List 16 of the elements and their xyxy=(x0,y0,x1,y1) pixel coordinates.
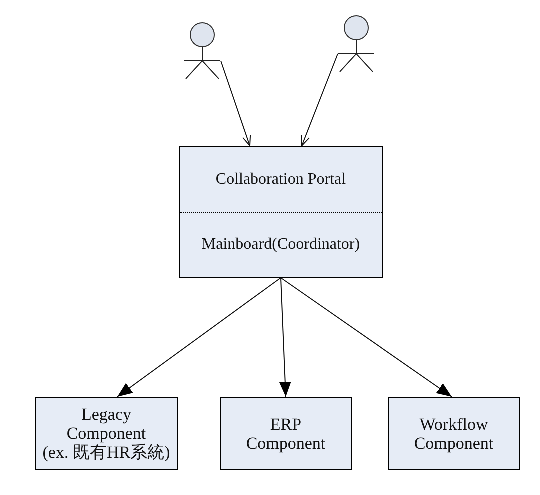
arrow xyxy=(279,278,292,398)
actor-symbol xyxy=(338,15,375,73)
compartment-box xyxy=(179,146,383,278)
arrow xyxy=(220,60,252,146)
box-label: ERP Component xyxy=(246,414,326,452)
component-box xyxy=(35,397,178,470)
component-box xyxy=(220,397,352,470)
arrow xyxy=(117,278,282,398)
arrow xyxy=(301,54,338,146)
box-label: Legacy Component (ex. 既有HR系統) xyxy=(42,405,170,462)
arrow xyxy=(280,278,452,398)
box-label: Collaboration Portal xyxy=(216,170,346,189)
box-label: Mainboard(Coordinator) xyxy=(202,235,360,254)
box-label: Workflow Component xyxy=(414,414,494,452)
actor-symbol xyxy=(184,22,221,80)
component-box xyxy=(388,397,520,470)
